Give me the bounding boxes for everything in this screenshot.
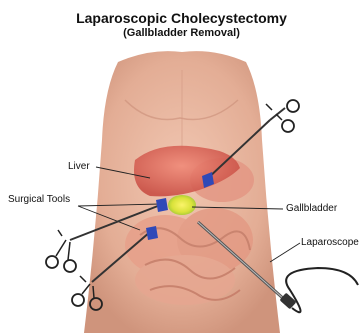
surgical-tools-label: Surgical Tools	[8, 194, 70, 205]
gallbladder-label: Gallbladder	[286, 203, 337, 214]
laparoscope-label: Laparoscope	[301, 237, 359, 248]
gallbladder	[168, 195, 196, 215]
liver-label: Liver	[68, 161, 90, 172]
trocar-port-left-upper	[156, 198, 168, 212]
trocar-port-left-lower	[146, 226, 158, 240]
